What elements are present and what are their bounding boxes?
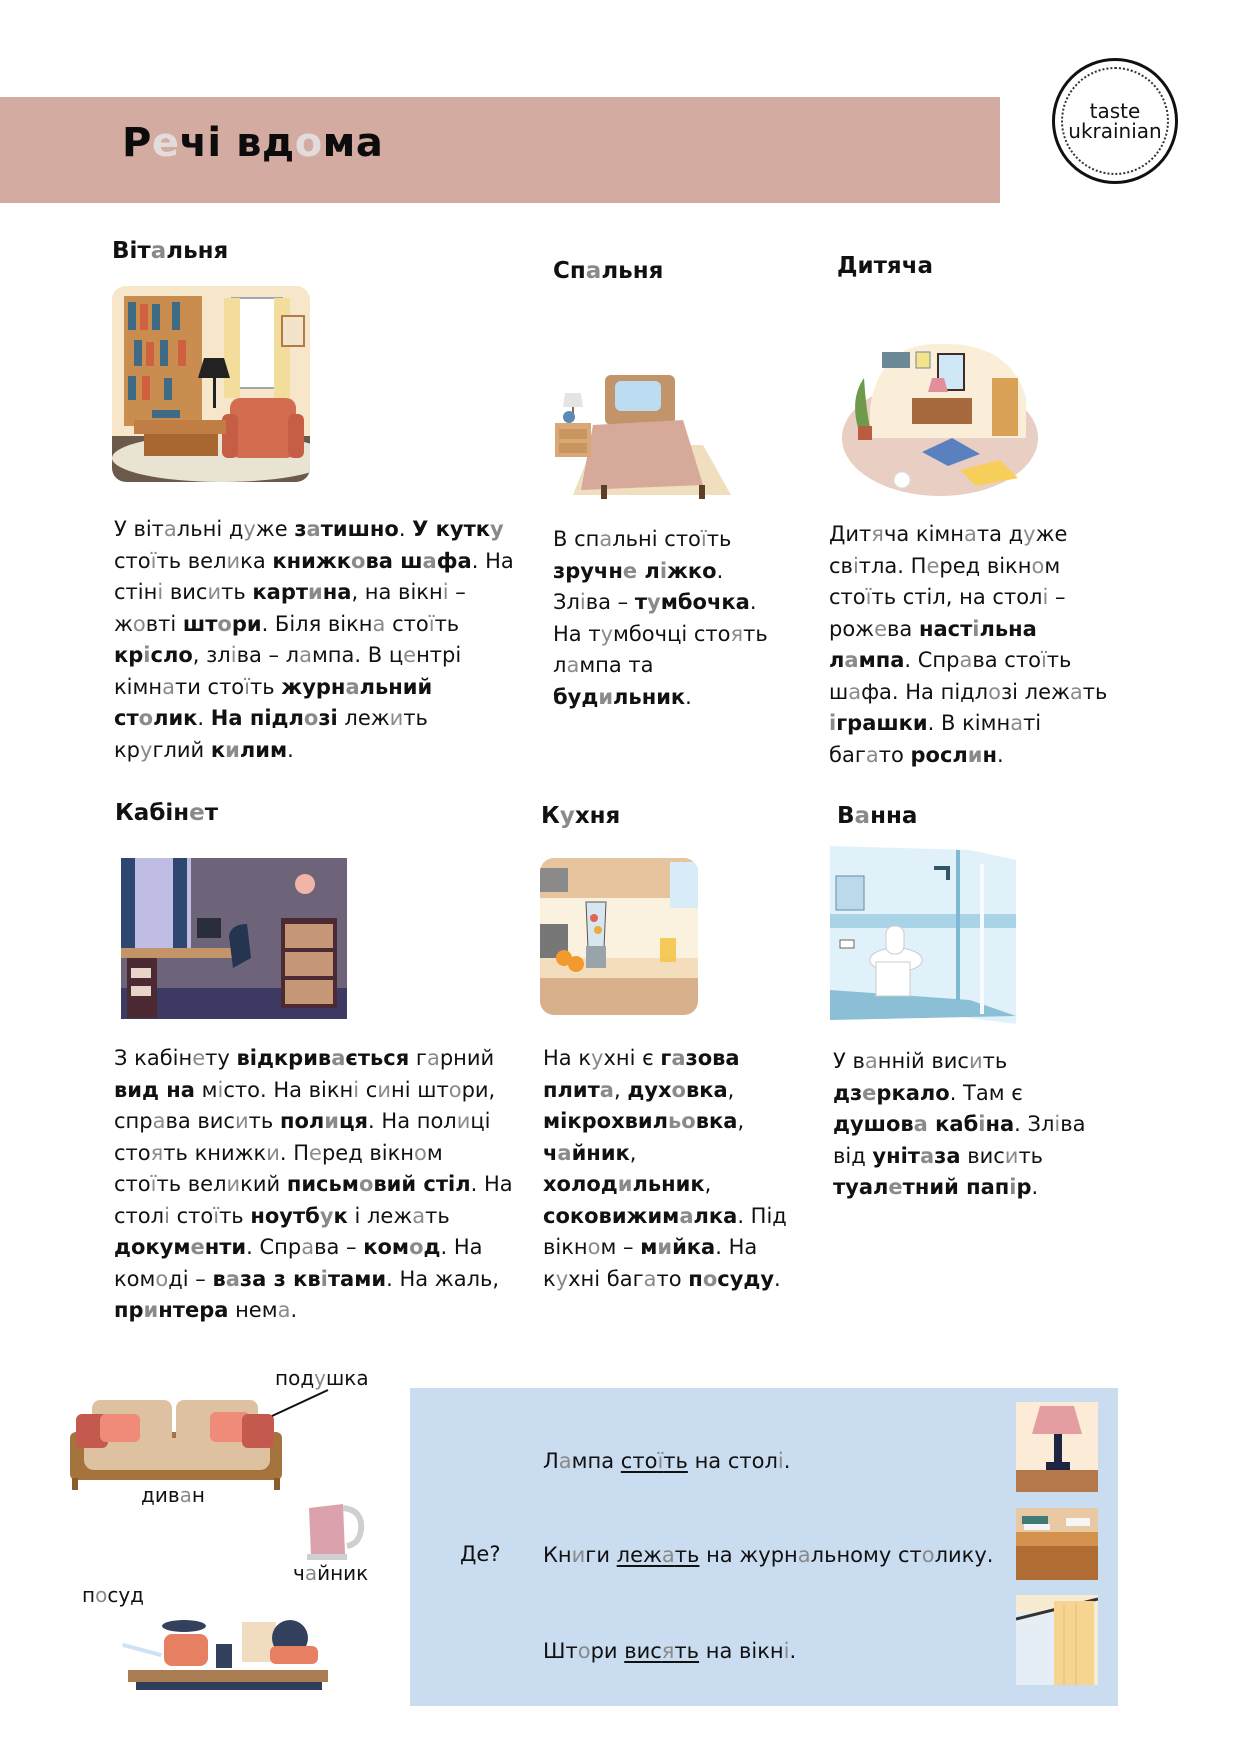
sofa-image (70, 1398, 282, 1490)
office-image (121, 858, 347, 1019)
paragraph-vitalnia: У вітальні дуже затишно. У кутку стоїть … (114, 517, 514, 762)
heading-vitalnia: Вітальня (112, 238, 229, 264)
where-box (410, 1388, 1118, 1706)
logo-line1: taste (1089, 99, 1141, 123)
books-table-thumbnail (1016, 1508, 1098, 1580)
heading-spalnia: Спальня (553, 258, 664, 284)
logo-line2: ukrainian (1068, 119, 1162, 143)
sentence-curtains: Штори висять на вікні. (543, 1639, 797, 1663)
sentence-books: Книги лежать на журнальному столику. (543, 1543, 994, 1567)
label-sofa: диван (141, 1483, 205, 1507)
kitchen-image (540, 858, 698, 1015)
taste-ukrainian-logo: taste ukrainian (1052, 58, 1178, 184)
curtains-thumbnail (1016, 1595, 1098, 1685)
sentence-lamp: Лампа стоїть на столі. (543, 1449, 791, 1473)
heading-kukhnia: Кухня (541, 803, 621, 829)
where-question: Де? (460, 1542, 501, 1566)
bathroom-image (830, 840, 1016, 1024)
label-pillow: подушка (275, 1366, 369, 1390)
lamp-thumbnail (1016, 1402, 1098, 1492)
heading-kabinet: Кабінет (115, 800, 219, 826)
label-dishes: посуд (82, 1583, 144, 1607)
paragraph-vanna: У ванній висить дзеркало. Там є душова к… (833, 1049, 1086, 1199)
pointer-line (271, 1389, 329, 1417)
living-room-image (112, 286, 310, 482)
paragraph-kabinet: З кабінету відкривається гарний вид на м… (114, 1046, 513, 1322)
heading-vanna: Ванна (837, 803, 918, 829)
bedroom-image (553, 375, 733, 501)
header-band (0, 97, 1000, 203)
paragraph-dytiacha: Дитяча кімната дуже світла. Перед вікном… (829, 522, 1108, 767)
kids-room-image (840, 338, 1040, 498)
page-title: Речі вдома (122, 120, 384, 166)
dishes-image (122, 1608, 334, 1692)
paragraph-spalnia: В спальні стоїть зручне ліжко. Зліва – т… (553, 527, 768, 709)
kettle-image (305, 1500, 365, 1562)
label-kettle: чайник (293, 1561, 369, 1585)
paragraph-kukhnia: На кухні є газова плита, духовка, мікрох… (543, 1046, 787, 1291)
heading-dytiacha: Дитяча (837, 253, 934, 279)
